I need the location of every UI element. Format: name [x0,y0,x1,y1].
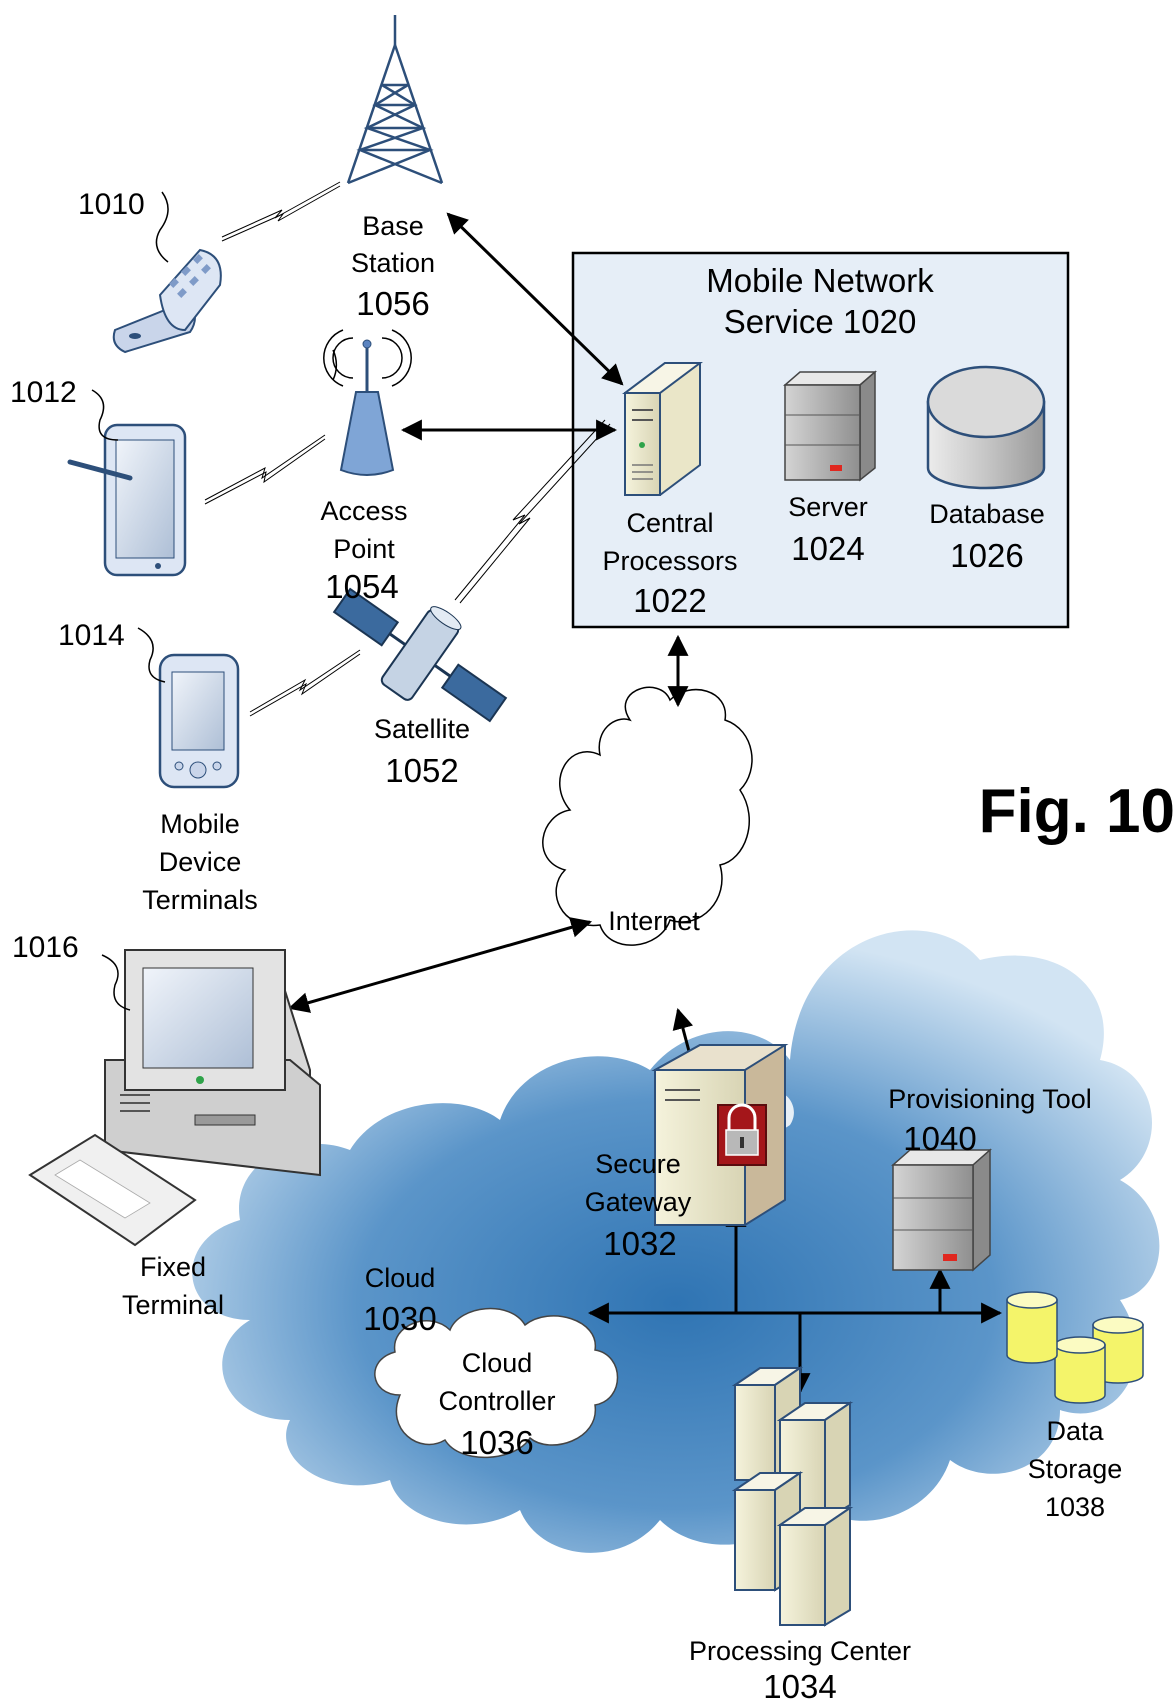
figure-label: Fig. 10 [979,777,1175,846]
computer-icon [28,949,321,1247]
cloud-controller-shape [374,1307,619,1459]
mobile-label-3: Terminals [142,885,258,915]
arrow-base-station-central [446,212,624,386]
data-storage-icon [1006,1291,1144,1404]
tablet-icon [67,389,187,577]
satellite-label: Satellite [374,714,470,744]
wireless-link-tablet-2 [204,438,326,505]
internet-label: Internet [608,906,700,936]
server-icon [782,370,878,482]
cloud-controller-label-1: Cloud [462,1348,533,1378]
wireless-link-pda [249,649,361,713]
secure-gateway-number: 1032 [603,1225,676,1262]
wireless-link-phone [221,181,341,238]
internet-cloud-shape [542,686,753,946]
pda-icon [137,627,240,789]
database-number: 1026 [950,537,1023,574]
cloud-controller-number: 1036 [460,1424,533,1461]
base-station-number: 1056 [356,285,429,322]
wireless-link-satellite [454,419,606,601]
mobile-label-2: Device [159,847,242,877]
base-station-label-2: Station [351,248,435,278]
processing-center-label: Processing Center [689,1636,911,1666]
data-storage-number: 1038 [1045,1492,1105,1522]
fixed-terminal-label-2: Terminal [122,1290,224,1320]
central-processors-number: 1022 [633,582,706,619]
cloud-controller-label-2: Controller [438,1386,555,1416]
provisioning-server-icon [891,1148,992,1272]
data-storage-label-1: Data [1046,1416,1104,1446]
wireless-links [204,181,611,717]
secure-gateway-icon [651,1044,789,1226]
central-processor-icon [622,362,703,496]
mobile-label-1: Mobile [160,809,240,839]
processing-server-3 [731,1471,804,1592]
mobile-network-title-1: Mobile Network [706,262,934,299]
server-label: Server [788,492,868,522]
phone-ref-number: 1010 [78,188,145,221]
tower-icon [346,15,444,185]
access-point-label-1: Access [320,496,407,526]
cloud-number: 1030 [363,1300,436,1337]
satellite-icon [332,587,508,723]
central-processors-label-2: Processors [602,546,737,576]
server-number: 1024 [791,530,864,567]
wireless-link-pda-2 [249,653,361,717]
terminal-ref-number: 1016 [12,931,79,964]
arrow-terminal-internet [287,917,593,1013]
satellite-number: 1052 [385,752,458,789]
processing-center-icon [731,1366,854,1627]
database-icon [926,365,1046,490]
arrow-gateway-internet [672,1007,694,1056]
base-station-label-1: Base [362,211,424,241]
mobile-network-title-2: Service 1020 [724,303,917,340]
cloud-label: Cloud [365,1263,436,1293]
access-point-icon [323,329,412,476]
processing-center-number: 1034 [763,1668,836,1701]
tablet-ref-number: 1012 [10,376,77,409]
wireless-link-satellite-2 [459,423,611,604]
pda-ref-number: 1014 [58,619,125,652]
access-point-number: 1054 [325,568,398,605]
secure-gateway-label-2: Gateway [585,1187,692,1217]
wireless-link-phone-2 [221,185,341,242]
wireless-link-tablet [204,434,326,501]
processing-server-2 [776,1401,854,1522]
fixed-terminal-label-1: Fixed [140,1252,206,1282]
access-point-label-2: Point [333,534,395,564]
secure-gateway-label-1: Secure [595,1149,681,1179]
processing-server-4 [776,1506,854,1627]
central-processors-label-1: Central [626,508,713,538]
provisioning-number: 1040 [903,1120,976,1157]
database-label: Database [929,499,1045,529]
data-storage-label-2: Storage [1028,1454,1123,1484]
provisioning-label: Provisioning Tool [888,1084,1092,1114]
phone-icon [112,191,222,354]
